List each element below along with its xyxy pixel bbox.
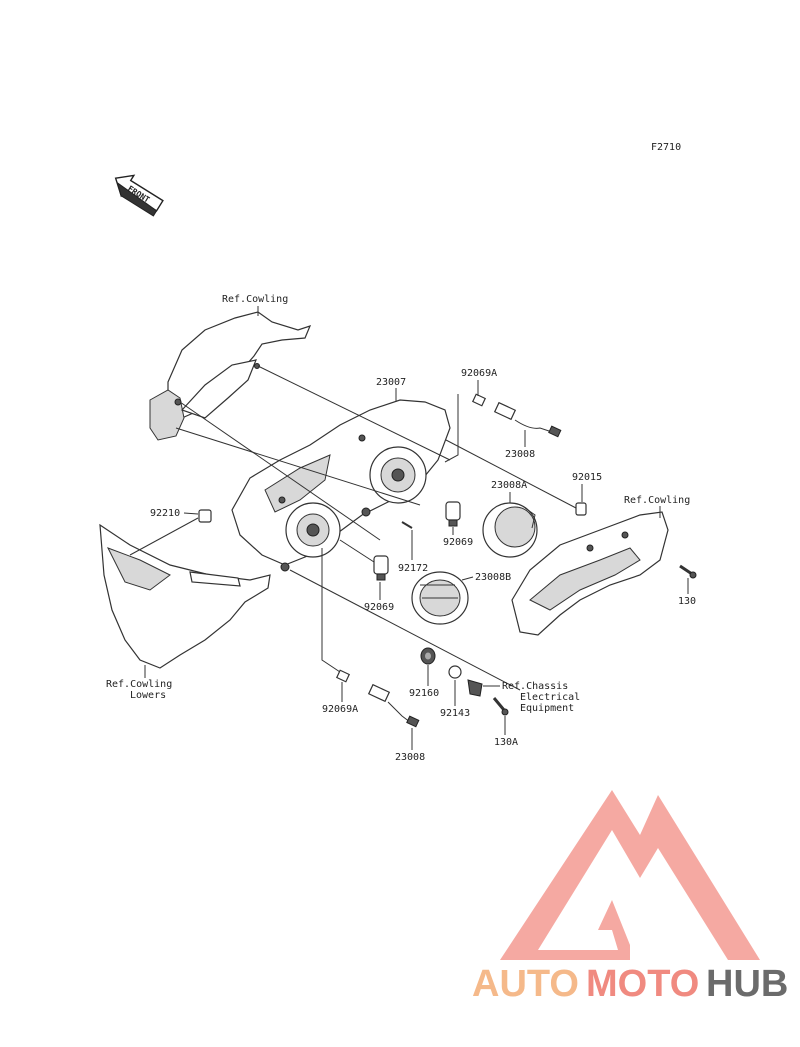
cap-23008A bbox=[482, 502, 538, 558]
label-ref-cowling-lowers-2: Lowers bbox=[130, 690, 166, 701]
label-23008-bottom: 23008 bbox=[395, 752, 425, 763]
bulb-92069A-bottom bbox=[335, 669, 351, 683]
label-92160: 92160 bbox=[409, 688, 439, 699]
watermark-moto: MOTO bbox=[586, 963, 699, 1005]
front-arrow-icon: FRONT bbox=[114, 174, 164, 217]
label-92069A-top: 92069A bbox=[461, 368, 497, 379]
label-ref-cowling-right: Ref.Cowling bbox=[624, 495, 690, 506]
bolt-130 bbox=[679, 564, 697, 579]
label-23008B: 23008B bbox=[475, 572, 511, 583]
upper-cowling-part bbox=[149, 311, 312, 441]
damper-92160 bbox=[420, 647, 436, 665]
label-23007: 23007 bbox=[376, 377, 406, 388]
leader-line bbox=[179, 401, 381, 541]
label-23008A: 23008A bbox=[491, 480, 527, 491]
diagram-code: F2710 bbox=[651, 142, 681, 153]
label-92143: 92143 bbox=[440, 708, 470, 719]
label-92015: 92015 bbox=[572, 472, 602, 483]
watermark-auto: AUTO bbox=[472, 963, 579, 1005]
bulb-92069-mid bbox=[445, 501, 461, 527]
watermark-logo-icon bbox=[500, 790, 760, 960]
socket-23008-top bbox=[493, 401, 562, 438]
label-92069-low: 92069 bbox=[364, 602, 394, 613]
label-23008-top: 23008 bbox=[505, 449, 535, 460]
label-92210: 92210 bbox=[150, 508, 180, 519]
label-130A: 130A bbox=[494, 737, 518, 748]
leader-line bbox=[257, 365, 451, 461]
nut-92210 bbox=[198, 509, 212, 523]
grommet-92015 bbox=[575, 502, 587, 516]
label-92172: 92172 bbox=[398, 563, 428, 574]
label-130: 130 bbox=[678, 596, 696, 607]
label-ref-cowling-lowers-1: Ref.Cowling bbox=[106, 679, 172, 690]
watermark-hub: HUB bbox=[706, 963, 788, 1005]
watermark-text: AUTO MOTO HUB bbox=[472, 963, 788, 1005]
bulb-92069-low bbox=[373, 555, 389, 581]
label-ref-chassis-3: Equipment bbox=[520, 703, 574, 714]
lower-cowling-part bbox=[99, 523, 271, 669]
bolt-130A bbox=[492, 697, 509, 716]
collar-92143 bbox=[448, 665, 462, 679]
label-92069-mid: 92069 bbox=[443, 537, 473, 548]
label-ref-chassis-2: Electrical bbox=[520, 692, 580, 703]
socket-23008-bottom bbox=[367, 683, 420, 728]
chassis-bracket-part bbox=[467, 679, 483, 697]
cap-23008B bbox=[411, 571, 469, 625]
bulb-92069A-top bbox=[471, 393, 487, 407]
label-92069A-bottom: 92069A bbox=[322, 704, 358, 715]
screw-92172 bbox=[401, 521, 413, 529]
label-ref-chassis-1: Ref.Chassis bbox=[502, 681, 568, 692]
label-ref-cowling-top: Ref.Cowling bbox=[222, 294, 288, 305]
right-cowling-part bbox=[511, 511, 669, 636]
headlight-housing-23007 bbox=[231, 399, 451, 572]
